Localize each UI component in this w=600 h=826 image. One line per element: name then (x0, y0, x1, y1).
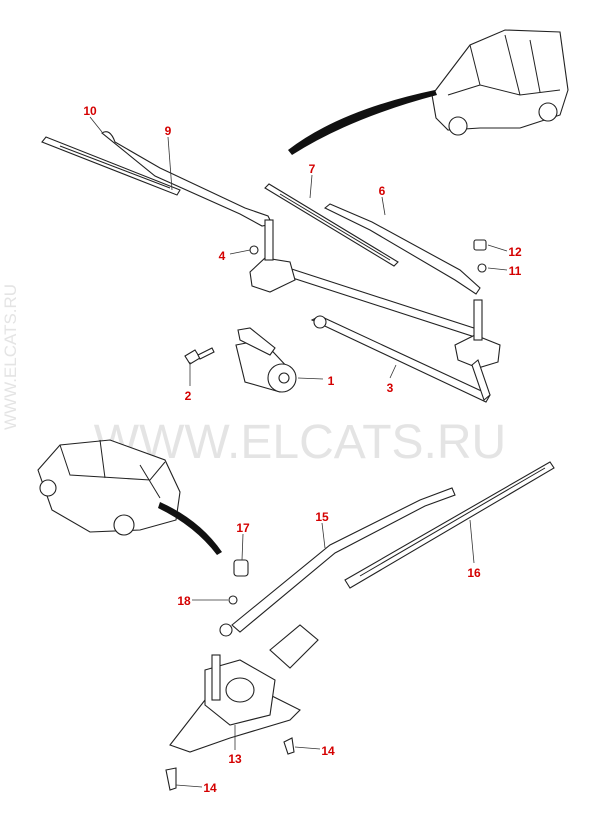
label-part-2: 2 (185, 389, 192, 403)
label-part-9: 9 (165, 124, 172, 138)
label-part-1: 1 (328, 374, 335, 388)
label-part-4: 4 (219, 249, 226, 263)
label-part-15: 15 (315, 510, 329, 524)
label-part-10: 10 (83, 104, 97, 118)
label-part-14b: 14 (203, 781, 217, 795)
cap (473, 239, 487, 251)
front-wiper-blade-right (264, 183, 399, 267)
label-part-3: 3 (387, 381, 394, 395)
label-part-6: 6 (379, 184, 386, 198)
rear-wiper-blade (344, 461, 555, 589)
cap (233, 559, 249, 577)
label-part-13: 13 (228, 752, 242, 766)
rear-car-illustration (37, 439, 222, 555)
nut (477, 263, 487, 273)
screw (283, 737, 295, 755)
nut (249, 245, 259, 255)
front-car-illustration (288, 29, 569, 155)
label-part-17: 17 (236, 521, 250, 535)
label-part-16: 16 (467, 566, 481, 580)
front-wiper-arm-right (323, 203, 481, 295)
front-wiper-arm-left (101, 131, 273, 227)
watermark-side: WWW.ELCATS.RU (1, 284, 20, 430)
rear-wiper-arm (219, 487, 456, 637)
label-part-12: 12 (508, 245, 522, 259)
wiper-linkage (249, 219, 501, 403)
label-part-14a: 14 (321, 744, 335, 758)
label-part-7: 7 (309, 162, 316, 176)
screw (165, 767, 177, 791)
label-part-18: 18 (177, 594, 191, 608)
pointer-swoosh-rear (158, 502, 222, 555)
nut (228, 595, 238, 605)
front-wiper-motor (235, 327, 297, 393)
bolt (184, 347, 215, 365)
pointer-swoosh-front (288, 90, 437, 155)
leader-lines (89, 116, 508, 788)
label-part-11: 11 (509, 264, 522, 278)
rear-wiper-motor (169, 624, 319, 753)
front-wiper-blade-left (41, 136, 181, 196)
